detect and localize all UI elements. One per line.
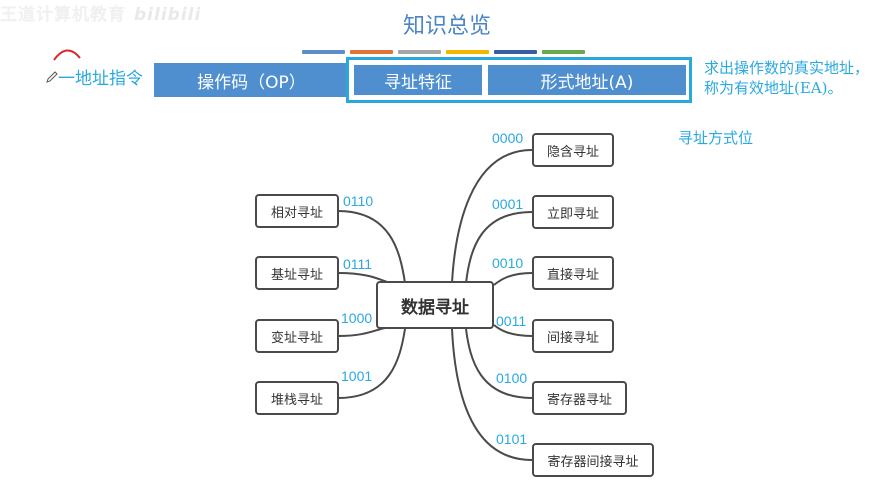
color-stripe — [350, 50, 393, 54]
connector-index — [337, 327, 386, 337]
effective-address-description: 求出操作数的真实地址， 称为有效地址(EA)。 — [704, 58, 869, 98]
one-address-instruction-label: 一地址指令 — [58, 69, 143, 89]
code-register-addressing: 0100 — [496, 370, 528, 386]
color-stripe — [542, 50, 585, 54]
connector-indirect — [493, 324, 533, 337]
node-indirect-addressing: 间接寻址 — [532, 319, 614, 353]
code-indirect-addressing: 0011 — [496, 313, 527, 329]
addressing-mode-bits-label: 寻址方式位 — [678, 129, 754, 147]
connector-stack — [337, 328, 406, 399]
node-implied-addressing: 隐含寻址 — [532, 133, 614, 167]
connector-implied — [451, 149, 533, 284]
address-highlight-box — [346, 57, 692, 103]
pencil-icon — [46, 71, 58, 83]
watermark: 王道计算机教育 bilibili — [0, 0, 201, 25]
node-index-addressing: 变址寻址 — [255, 319, 339, 353]
node-stack-addressing: 堆栈寻址 — [255, 381, 339, 415]
description-line-1: 求出操作数的真实地址， — [704, 59, 870, 77]
color-stripe — [398, 50, 441, 54]
code-base-addressing: 0111 — [343, 256, 373, 272]
code-implied-addressing: 0000 — [492, 130, 524, 146]
connector-direct — [493, 272, 533, 286]
color-stripe — [494, 50, 537, 54]
node-register-addressing: 寄存器寻址 — [532, 381, 627, 415]
watermark-text: 王道计算机教育 — [0, 5, 126, 25]
red-annotation-arc — [53, 49, 81, 61]
code-immediate-addressing: 0001 — [492, 196, 524, 212]
description-line-2: 称为有效地址(EA)。 — [704, 79, 843, 97]
code-register-indirect-addressing: 0101 — [496, 431, 528, 447]
formal-address-segment: 形式地址(A) — [486, 63, 688, 97]
connector-immediate — [465, 211, 533, 284]
code-stack-addressing: 1001 — [341, 368, 373, 384]
node-immediate-addressing: 立即寻址 — [532, 195, 614, 229]
node-relative-addressing: 相对寻址 — [255, 194, 339, 228]
connector-register-indirect — [451, 328, 533, 461]
center-node-data-addressing: 数据寻址 — [376, 281, 494, 329]
node-direct-addressing: 直接寻址 — [532, 256, 614, 290]
code-index-addressing: 1000 — [341, 310, 373, 326]
color-stripe — [446, 50, 489, 54]
addressing-feature-segment: 寻址特征 — [352, 63, 484, 97]
opcode-segment: 操作码（OP） — [154, 63, 349, 97]
connector-relative — [337, 210, 406, 284]
code-direct-addressing: 0010 — [492, 255, 524, 271]
node-register-indirect-addressing: 寄存器间接寻址 — [532, 443, 654, 477]
node-base-addressing: 基址寻址 — [255, 256, 339, 290]
bilibili-logo: bilibili — [134, 5, 202, 25]
color-stripe — [302, 50, 345, 54]
code-relative-addressing: 0110 — [343, 193, 374, 209]
page-title: 知识总览 — [402, 14, 491, 39]
connector-register — [465, 328, 533, 399]
